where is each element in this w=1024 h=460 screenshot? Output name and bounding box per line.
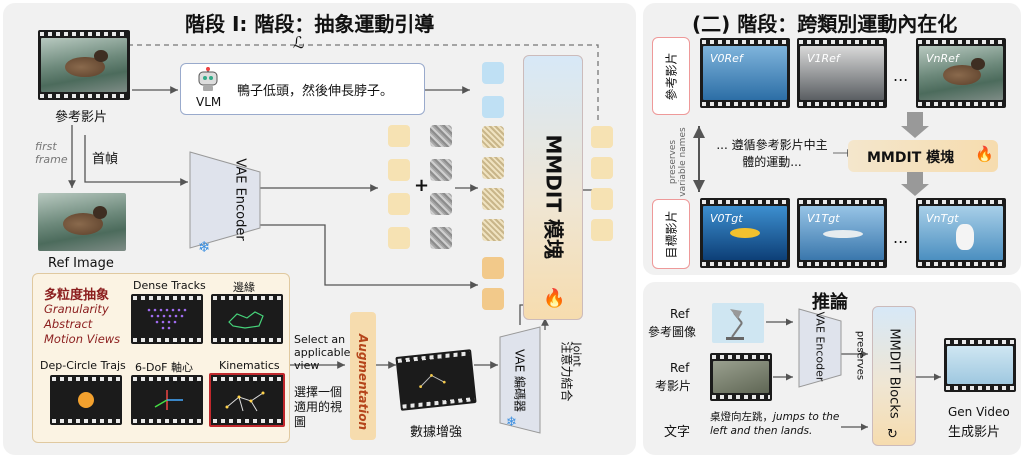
select-view-en: Select an applicable view [294,333,351,372]
cond-token [388,227,410,249]
data-aug-film [395,349,477,411]
noise-token [430,193,452,215]
augmentation-box [350,312,376,440]
inf-ref-image-zh: 參考圖像 [648,325,697,339]
kinematics-film [209,373,285,427]
inference-arrows [766,318,941,431]
cond-token [388,125,410,147]
augmentation-label: Augmentation [356,334,370,431]
stage2-mmdit [848,140,998,172]
dense-tracks-label: Dense Tracks [133,279,206,292]
motion-token [482,288,504,310]
stage2-mmdit-label: MMDIT 模塊 [867,150,955,166]
ref-video-label: 參考影片 [55,110,108,125]
cond-token [388,193,410,215]
stage2-arrows [693,112,929,196]
motion-token [482,257,504,279]
inf-ref-image [712,303,764,343]
gen-video-zh: 生成影片 [948,425,1001,440]
dense-tracks-film [131,294,203,344]
tgt-frame-1: V1Tgt [797,198,887,268]
inf-ref-image-en: Ref [670,307,690,321]
tgt-side-tag [652,199,690,269]
tgt-side-label: 目標影片 [664,210,679,259]
dof6-label: 6-DoF 軸心 [135,361,193,374]
mmdit-block [523,55,583,320]
robot-icon [197,67,219,91]
vlm-caption: 鴨子低頭，然後伸長脖子。 [237,84,394,99]
ref-side-tag [652,37,690,115]
loss-symbol: ℒ [293,33,305,52]
select-view-zh: 選擇一個適用的視圖 [294,385,343,429]
snowflake-icon: ❄ [506,415,517,430]
first-frame-en: first frame [35,140,68,166]
ref-frame-n: VnRef [916,38,1006,108]
ref-video-film [38,30,130,100]
inf-ref-video-zh: 考影片 [655,379,692,393]
text-token [482,96,504,118]
vlm-label: VLM [196,95,222,109]
noise-token [430,159,452,181]
inf-vae-label: VAE Encoder [813,311,827,382]
first-frame-zh: 首幀 [92,152,119,167]
kinematics-label: Kinematics [219,359,280,372]
fire-icon: 🔥 [975,145,994,163]
vae-encoder-zh-shape [499,326,541,434]
gen-video-film [944,338,1016,392]
dof6-film [131,375,203,425]
stage2-preserves: preserves variable names [668,127,688,197]
inf-preserves: preserves [854,330,866,381]
fire-icon: 🔥 [543,288,566,309]
ref-image [38,193,126,251]
plus-sign: + [414,175,430,196]
granularity-en: Granularity Abstract Motion Views [44,302,121,346]
inf-mmdit-label: MMDIT Blocks [886,328,902,419]
cond-token [388,159,410,181]
latent-token [482,188,504,210]
tgt-frame-0: V0Tgt [700,198,790,268]
inf-ref-video-en: Ref [670,361,690,375]
latent-token [482,219,504,241]
stage2-title: (二) 階段：跨類別運動內在化 [692,12,958,36]
joint-attn-zh: 注意力結合 [559,341,574,402]
latent-token [482,126,504,148]
vae-encoder-zh-label: VAE 編碼器 [512,348,527,413]
refresh-icon: ↻ [887,427,898,442]
stage1-title: 階段 I: 階段：抽象運動引導 [185,12,435,36]
vae-encoder-shape [189,151,261,249]
text-token [482,62,504,84]
inf-vae-shape [798,308,842,388]
inf-text-label: 文字 [664,425,691,440]
dep-circle-film [50,375,122,425]
snowflake-icon: ❄ [198,238,211,256]
ref-ellipsis: ... [893,66,909,85]
ref-image-label: Ref Image [48,256,114,271]
inference-title: 推論 [812,292,848,313]
gen-video-en: Gen Video [948,405,1010,419]
dep-circle-label: Dep-Circle Trajs [40,359,126,372]
inf-ref-video [710,353,772,401]
output-token [591,126,613,148]
ref-frame-1: V1Ref [797,38,887,108]
tgt-ellipsis: ... [893,228,909,247]
vlm-box [180,63,425,115]
mmdit-label: MMDIT 模塊 [541,134,566,259]
tgt-frame-n: VnTgt [916,198,1006,268]
noise-token [430,125,452,147]
vae-encoder-label: VAE Encoder [232,158,248,241]
granularity-zh: 多粒度抽象 [44,288,110,303]
output-token [591,157,613,179]
follow-text: ... 遵循參考影片中主體的運動... [716,138,828,169]
data-aug-label: 數據增強 [410,425,463,440]
latent-token [482,157,504,179]
noise-token [430,227,452,249]
edges-label: 邊緣 [233,281,255,294]
edges-film [211,294,283,344]
inf-mmdit-block [872,306,916,446]
output-token [591,219,613,241]
inf-prompt: 桌燈向左跳，jumps to the left and then lands. [710,411,840,437]
ref-frame-0: V0Ref [700,38,790,108]
output-token [591,188,613,210]
